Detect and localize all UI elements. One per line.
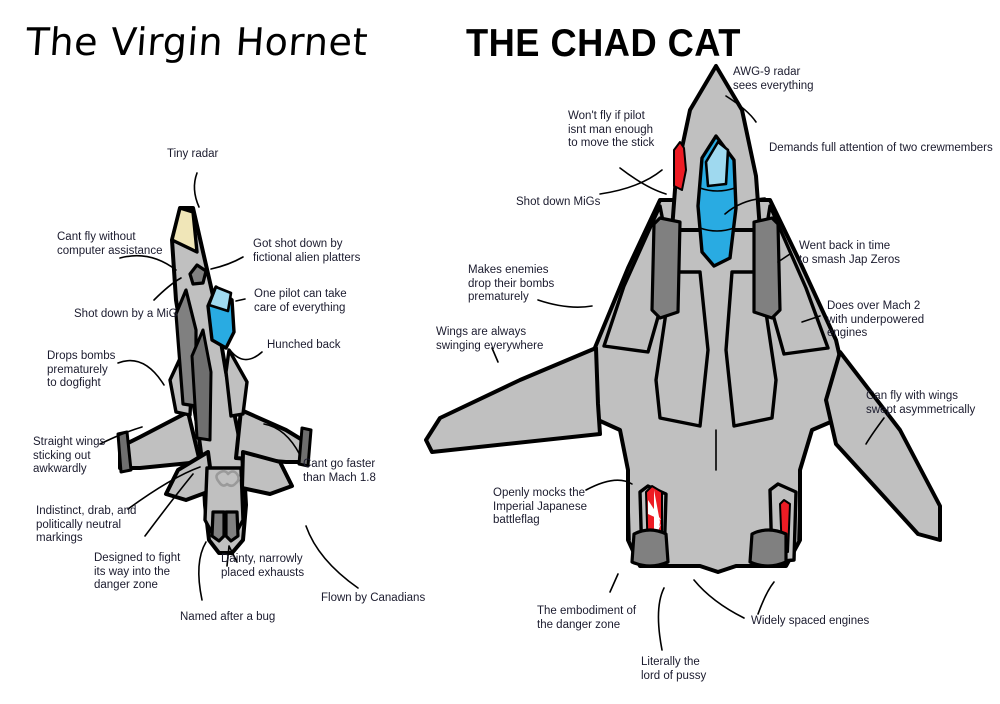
label-shot-down-migs: Shot down MiGs	[516, 196, 601, 208]
chad-title: THE CHAD CAT	[466, 22, 741, 65]
leader-drab-markings	[127, 466, 201, 510]
hornet-right-exhaust	[224, 510, 240, 543]
label-dainty-exhausts: Dainty, narrowly placed exhausts	[221, 553, 305, 579]
label-shot-down-mig: Shot down by a MiG	[74, 308, 178, 320]
label-over-mach-2: Does over Mach 2 with underpowered engin…	[827, 300, 925, 339]
tomcat-rising-sun-flag	[645, 485, 663, 559]
label-flown-canadians: Flown by Canadians	[321, 592, 426, 604]
leader-over-mach-2	[801, 315, 821, 323]
label-smash-jap-zeros: Went back in time to smash Jap Zeros	[799, 240, 900, 266]
hornet-left-wing	[118, 410, 202, 470]
leader-two-crewmembers	[724, 197, 766, 215]
leader-mach-limit	[263, 423, 301, 456]
leader-alien-platters	[210, 256, 244, 270]
leader-straight-wings	[99, 426, 143, 445]
tomcat-left-panel-seam	[627, 469, 631, 541]
label-awg9-radar: AWG-9 radar sees everything	[733, 66, 814, 92]
hornet-canopy-highlight	[207, 285, 233, 313]
tomcat-canopy	[696, 134, 738, 268]
tomcat-right-ventral-fin	[768, 482, 798, 564]
label-drops-bombs: Drops bombs prematurely to dogfight	[47, 350, 116, 389]
tomcat-right-wing	[824, 350, 942, 542]
leader-awg9-radar	[725, 95, 757, 123]
label-named-after-bug: Named after a bug	[180, 611, 276, 623]
tomcat-left-engine-nozzle	[630, 528, 670, 568]
leader-shot-down-migs	[599, 169, 663, 195]
label-asymmetric-wings: Can fly with wings swept asymmetrically	[866, 390, 976, 416]
leader-lord-of-pussy	[657, 587, 665, 651]
tomcat-right-panel-seam	[797, 469, 801, 541]
hornet-right-lex	[224, 348, 249, 418]
leader-move-the-stick	[619, 167, 667, 195]
label-danger-zone: Designed to fight its way into the dange…	[94, 552, 181, 591]
leader-one-pilot	[235, 298, 246, 302]
hornet-nose-blister	[188, 263, 208, 286]
label-drab-markings: Indistinct, drab, and politically neutra…	[36, 505, 137, 544]
hornet-radome	[170, 206, 199, 254]
virgin-title: The Virgin Hornet	[24, 20, 370, 64]
label-computer-assist: Cant fly without computer assistance	[57, 231, 163, 257]
tomcat-left-nacelle	[654, 270, 710, 428]
tomcat-left-ventral-fin	[638, 484, 668, 564]
label-two-crewmembers: Demands full attention of two crewmember…	[769, 142, 993, 154]
leader-named-after-bug	[198, 541, 207, 601]
tomcat-nose-kill-markings	[673, 141, 687, 191]
label-mocks-battleflag: Openly mocks the Imperial Japanese battl…	[493, 487, 587, 526]
hornet-right-stabilator	[240, 450, 294, 496]
tomcat-right-fin-stripe	[779, 499, 791, 553]
tomcat-left-vertical-stabilizer	[650, 216, 682, 320]
leader-mocks-battleflag	[585, 479, 633, 491]
tomcat-right-engine-nozzle	[748, 528, 788, 568]
label-hunched-back: Hunched back	[267, 339, 341, 351]
label-one-pilot: One pilot can take care of everything	[254, 288, 347, 314]
label-move-the-stick: Won't fly if pilot isnt man enough to mo…	[568, 110, 655, 149]
tomcat-right-glove	[758, 204, 830, 356]
hornet-right-wing	[234, 408, 306, 464]
label-widely-spaced: Widely spaced engines	[751, 615, 870, 627]
leader-shot-down-mig	[153, 277, 182, 301]
tomcat-canopy-highlight	[704, 140, 730, 188]
hornet-left-wingtip-rail	[116, 430, 133, 474]
leader-asymmetric-wings	[865, 417, 885, 445]
tomcat-left-glove	[602, 204, 674, 354]
label-embodiment-danger: The embodiment of the danger zone	[537, 605, 637, 631]
tomcat-right-nacelle	[724, 270, 778, 428]
label-tiny-radar: Tiny radar	[167, 148, 219, 160]
leader-drops-bombs	[117, 359, 165, 386]
hornet-tail-boom	[203, 466, 245, 535]
label-lord-of-pussy: Literally the lord of pussy	[641, 656, 707, 682]
hornet-roundel-marking	[215, 469, 241, 488]
label-straight-wings: Straight wings sticking out awkwardly	[33, 436, 106, 475]
tomcat-left-wing	[424, 346, 602, 454]
hornet-left-lex	[168, 350, 194, 417]
hornet-canopy	[206, 285, 236, 350]
tomcat-right-vertical-stabilizer	[752, 216, 782, 320]
hornet-left-stabilator	[164, 450, 215, 502]
label-enemies-drop-bombs: Makes enemies drop their bombs premature…	[468, 264, 555, 303]
hornet-left-exhaust	[210, 510, 226, 543]
hornet-right-vertical-stabilizer	[190, 328, 213, 442]
leader-danger-zone	[144, 473, 194, 537]
leader-smash-jap-zeros	[777, 253, 791, 263]
leader-flown-canadians	[305, 525, 359, 589]
hornet-left-vertical-stabilizer	[174, 288, 198, 408]
leader-tiny-radar	[193, 172, 200, 208]
label-alien-platters: Got shot down by fictional alien platter…	[253, 238, 361, 264]
tomcat-canopy-frame-2	[699, 227, 735, 232]
hornet-fuselage	[170, 206, 248, 555]
leader-embodiment-danger	[609, 573, 619, 593]
label-mach-limit: Cant go faster than Mach 1.8	[303, 458, 376, 484]
tomcat-canopy-frame-1	[699, 187, 736, 192]
label-wings-swinging: Wings are always swinging everywhere	[436, 326, 544, 352]
leader-hunched-back	[229, 349, 263, 361]
leader-widely-spaced	[693, 579, 775, 619]
